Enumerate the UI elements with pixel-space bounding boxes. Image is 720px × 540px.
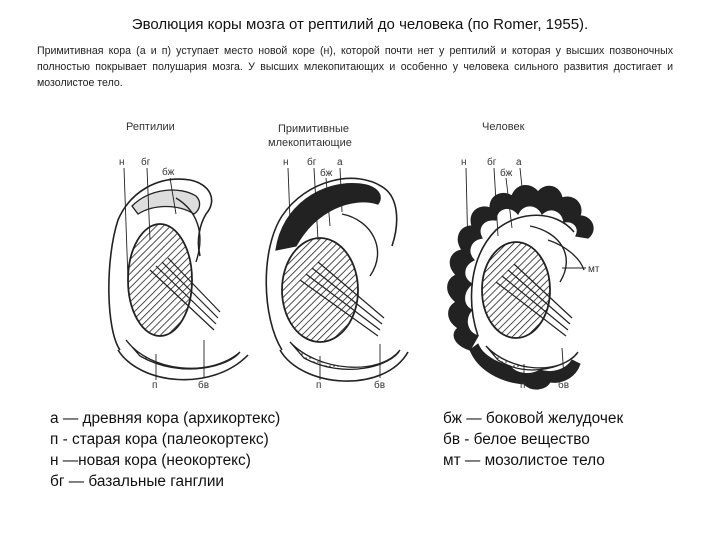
mammal-pointer-lines (287, 167, 381, 380)
reptile-tag-n: н (119, 157, 125, 168)
legend-item-corpus-callosum: мт — мозолистое тело (443, 452, 605, 469)
mammal-panel-label-line1: Примитивные (278, 123, 349, 135)
reptile-pointer-lines (123, 167, 205, 380)
human-panel: Человек н бг а бж мт п (447, 121, 600, 391)
legend-item-white-matter: бв - белое вещество (443, 431, 590, 448)
mammal-tag-p: п (316, 380, 321, 391)
reptile-hemisphere-outline (108, 178, 213, 351)
legend-item-neocortex: н —новая кора (неокортекс) (50, 452, 251, 469)
human-tag-n: н (461, 157, 467, 168)
reptile-fibre-bundle (149, 257, 221, 331)
mammal-lower-contour (279, 349, 409, 382)
mammal-tag-bg: бг (307, 156, 317, 168)
reptile-tag-bv: бв (198, 379, 209, 391)
reptile-panel: Рептилии н бг бж п бв (108, 121, 249, 391)
mammal-tag-bzh: бж (320, 167, 333, 179)
mammal-hemisphere-outline (265, 177, 398, 351)
human-panel-label: Человек (482, 121, 525, 133)
reptile-lower-contour (117, 349, 249, 381)
legend-left: а — древняя кора (архикортекс) п - стара… (50, 408, 280, 492)
reptile-tag-p: п (152, 380, 157, 391)
human-pointer-lines (465, 167, 586, 380)
reptile-tag-bg: бг (141, 156, 151, 168)
mammal-basal-ganglia (281, 237, 359, 343)
reptile-lateral-ventricle (175, 197, 201, 263)
human-corpus-callosum (547, 239, 585, 271)
human-gyrated-cortex (447, 185, 594, 351)
mammal-neocortex-band (275, 183, 381, 251)
mammal-panel: Примитивные млекопитающие н бг а бж п (265, 123, 409, 391)
reptile-panel-label: Рептилии (126, 121, 175, 133)
legend-item-basal-ganglia: бг — базальные ганглии (50, 473, 225, 490)
description-text: Примитивная кора (а и п) уступает место … (37, 45, 673, 89)
human-white-matter (485, 345, 579, 371)
mammal-fibre-bundle (299, 261, 385, 337)
brain-evolution-figure: Рептилии н бг бж п бв Примитивн (108, 121, 600, 391)
legend-right: бж — боковой желудочек бв - белое вещест… (443, 408, 623, 471)
human-hemisphere-inner (470, 214, 575, 337)
human-tag-p: п (520, 380, 525, 391)
human-fibre-bundle (495, 263, 573, 337)
mammal-tag-n: н (283, 157, 289, 168)
reptile-white-matter (125, 339, 241, 370)
human-tag-mt: мт (588, 264, 600, 275)
mammal-tag-bv: бв (374, 379, 385, 391)
human-tag-a: а (516, 157, 522, 168)
legend-item-paleocortex: п - старая кора (палеокортекс) (50, 431, 269, 448)
human-lower-gyri (469, 343, 581, 390)
human-tag-bg: бг (487, 156, 497, 168)
page-title: Эволюция коры мозга от рептилий до челов… (131, 16, 589, 33)
mammal-white-matter (289, 341, 401, 371)
human-basal-ganglia (481, 241, 551, 339)
reptile-tag-bzh: бж (162, 166, 175, 178)
legend-item-archicortex: а — древняя кора (архикортекс) (50, 410, 281, 427)
human-tag-bv: бв (558, 379, 569, 391)
human-tag-bzh: бж (500, 167, 513, 179)
mammal-panel-label-line2: млекопитающие (268, 137, 352, 149)
legend-item-lateral-ventricle: бж — боковой желудочек (443, 410, 624, 427)
mammal-lateral-ventricle (341, 213, 379, 277)
mammal-tag-a: а (337, 157, 343, 168)
